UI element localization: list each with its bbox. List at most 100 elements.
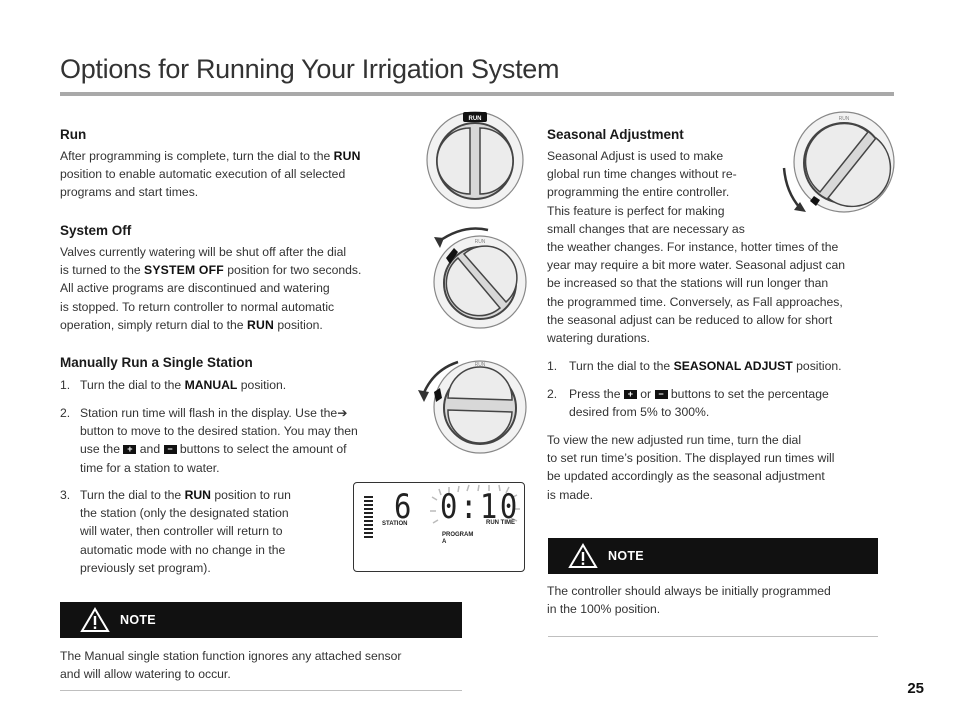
run-text-2: position to enable automatic execution o… xyxy=(60,167,346,182)
seasonal-line: global run time changes without re- xyxy=(547,167,737,182)
run-keyword: RUN xyxy=(184,488,211,502)
step-text: Turn the dial to the xyxy=(569,359,674,373)
step-text: will water, then controller will return … xyxy=(80,524,283,539)
system-off-paragraph: Valves currently watering will be shut o… xyxy=(60,243,420,334)
seasonal-line: watering durations. xyxy=(547,331,650,346)
step-text: desired from 5% to 300%. xyxy=(569,405,710,420)
run-keyword: RUN xyxy=(333,149,361,163)
note-line: The Manual single station function ignor… xyxy=(60,649,402,663)
step-text: or xyxy=(640,387,652,401)
system-off-text: position for two seconds. xyxy=(223,263,362,278)
note-label: NOTE xyxy=(120,613,156,627)
dial-run-illustration: RUN xyxy=(426,111,524,209)
step-text: Turn the dial to the xyxy=(80,488,185,502)
step-text: automatic mode with no change in the xyxy=(80,542,286,557)
note-line: and will allow watering to occur. xyxy=(60,667,231,682)
minus-button-icon: − xyxy=(163,445,177,455)
system-off-keyword: SYSTEM OFF xyxy=(144,263,224,278)
note-left-divider xyxy=(60,690,462,691)
step-text: previously set program). xyxy=(80,560,211,575)
note-right-divider xyxy=(548,636,878,637)
step-text: buttons to select the amount of xyxy=(179,442,347,457)
plus-button-icon: + xyxy=(123,445,137,455)
system-off-line: All active programs are discontinued and… xyxy=(60,281,330,296)
run-text-1: After programming is complete, turn the … xyxy=(60,149,334,163)
seasonal-heading: Seasonal Adjustment xyxy=(547,127,684,142)
dial-seasonal-illustration: RUN xyxy=(782,111,895,213)
lcd-program-value: A xyxy=(442,539,447,545)
step-text: and xyxy=(139,442,161,457)
lcd-display: 6 0:10 STATION RUN TIME PROGRAM A xyxy=(353,482,525,572)
system-off-line: is stopped. To return controller to norm… xyxy=(60,299,335,314)
step-text: Station run time will flash in the displ… xyxy=(80,406,338,420)
lcd-station-digit: 6 xyxy=(394,487,412,527)
system-off-text: is turned to the xyxy=(60,263,145,278)
page-number: 25 xyxy=(907,680,924,697)
next-arrow-icon: ➔ xyxy=(337,406,348,420)
step-text: position. xyxy=(237,378,287,392)
note-line: The controller should always be initiall… xyxy=(547,584,831,598)
lcd-graphic xyxy=(364,484,520,538)
step-text: buttons to set the percentage xyxy=(670,387,829,401)
seasonal-line: year may require a bit more water. Seaso… xyxy=(547,258,846,273)
seasonal-line: be updated accordingly as the seasonal a… xyxy=(547,469,825,484)
step-number: 2. xyxy=(547,387,558,401)
run-text-3: programs and start times. xyxy=(60,185,199,200)
manual-step-1: 1. Turn the dial to the MANUAL position. xyxy=(60,376,400,394)
dial-run-label: RUN xyxy=(469,116,482,122)
step-text: the station (only the designated station xyxy=(80,506,289,521)
warning-icon xyxy=(80,607,110,632)
system-off-text: position. xyxy=(274,317,323,332)
lcd-runtime-label: RUN TIME xyxy=(486,520,515,526)
seasonal-line: small changes that are necessary as xyxy=(547,221,745,236)
step-number: 2. xyxy=(60,406,71,420)
seasonal-view-paragraph: To view the new adjusted run time, turn … xyxy=(547,431,892,504)
lcd-station-label: STATION xyxy=(382,521,408,527)
warning-icon xyxy=(568,543,598,568)
step-number: 1. xyxy=(547,359,558,373)
seasonal-keyword: SEASONAL ADJUST xyxy=(673,359,793,373)
system-off-line: Valves currently watering will be shut o… xyxy=(60,245,347,259)
seasonal-line: the programmed time. Conversely, as Fall… xyxy=(547,294,843,309)
note-banner-left: NOTE xyxy=(60,602,462,638)
note-left-text: The Manual single station function ignor… xyxy=(60,647,470,683)
lcd-run-time: 0:10 xyxy=(440,487,520,527)
plus-button-icon: + xyxy=(623,390,637,399)
seasonal-step-1: 1. Turn the dial to the SEASONAL ADJUST … xyxy=(547,357,892,375)
run-heading: Run xyxy=(60,127,87,142)
seasonal-line: programming the entire controller. xyxy=(547,185,730,200)
step-text: Turn the dial to the xyxy=(80,378,185,392)
lcd-program-label: PROGRAM xyxy=(442,532,474,538)
system-off-heading: System Off xyxy=(60,223,132,238)
page-title: Options for Running Your Irrigation Syst… xyxy=(60,54,560,84)
step-number: 1. xyxy=(60,378,71,392)
system-off-text: operation, simply return dial to the xyxy=(60,317,247,332)
step-text: time for a station to water. xyxy=(80,460,220,475)
seasonal-line: the seasonal adjust can be reduced to al… xyxy=(547,312,833,327)
dial-system-off-illustration: RUN xyxy=(433,227,527,329)
manual-heading: Manually Run a Single Station xyxy=(60,355,253,370)
note-line: in the 100% position. xyxy=(547,602,661,617)
dial-run-label: RUN xyxy=(475,239,486,245)
seasonal-paragraph: Seasonal Adjust is used to make global r… xyxy=(547,147,892,347)
seasonal-line: the weather changes. For instance, hotte… xyxy=(547,240,839,255)
seasonal-line: to set run time’s position. The displaye… xyxy=(547,451,835,466)
seasonal-step-2: 2. Press the + or − buttons to set the p… xyxy=(547,385,892,421)
manual-step-2: 2. Station run time will flash in the di… xyxy=(60,404,405,480)
step-text: Press the xyxy=(569,387,621,401)
manual-keyword: MANUAL xyxy=(184,378,238,392)
dial-run-label: RUN xyxy=(475,362,486,368)
run-keyword: RUN xyxy=(246,317,274,332)
minus-button-icon: − xyxy=(654,390,668,399)
note-banner-right: NOTE xyxy=(548,538,878,574)
note-label: NOTE xyxy=(608,549,644,563)
note-right-text: The controller should always be initiall… xyxy=(547,582,892,618)
manual-step-3: 3. Turn the dial to the RUN position to … xyxy=(60,486,340,578)
step-text: use the xyxy=(80,442,120,457)
title-divider xyxy=(60,92,894,96)
seasonal-line: To view the new adjusted run time, turn … xyxy=(547,433,802,447)
step-number: 3. xyxy=(60,488,71,502)
seasonal-line: is made. xyxy=(547,487,594,502)
seasonal-line: Seasonal Adjust is used to make xyxy=(547,149,724,163)
step-text: button to move to the desired station. Y… xyxy=(80,424,358,439)
